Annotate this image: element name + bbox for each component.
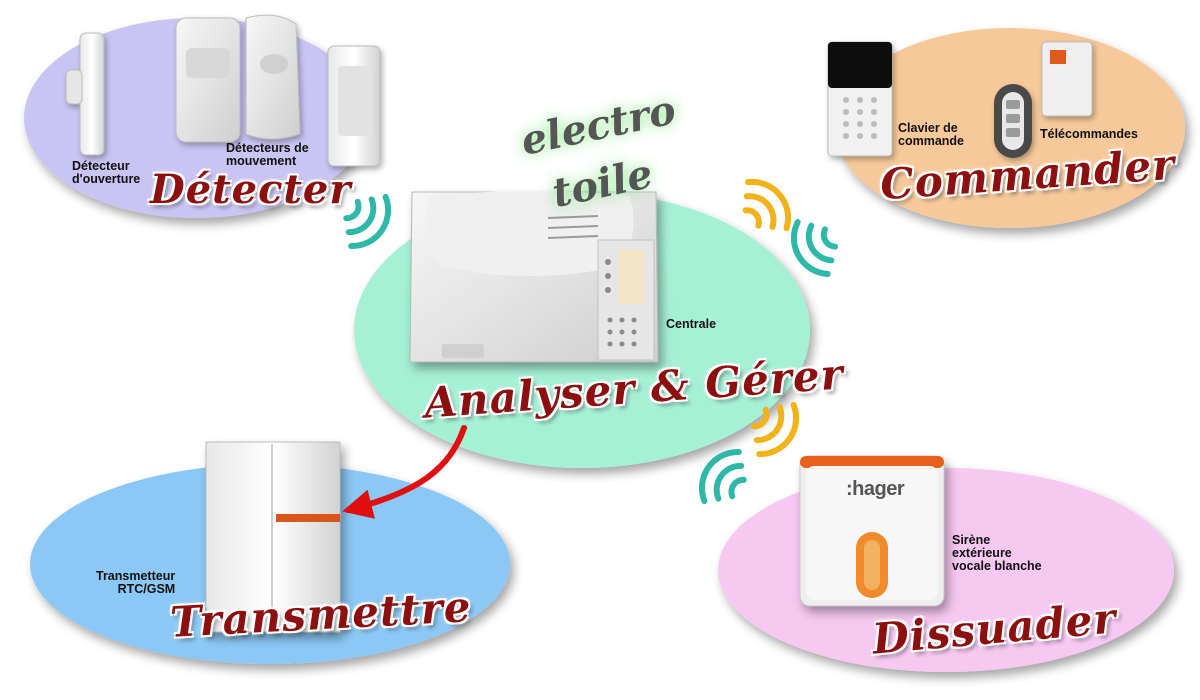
centrale-device (409, 191, 659, 363)
label-sirene: Sirène extérieure vocale blanche (952, 533, 1042, 573)
telecommandes-device (994, 41, 1093, 158)
label-detecteur-ouverture: Détecteur d'ouverture (72, 159, 141, 186)
hager-logo: :hager (846, 478, 905, 500)
label-centrale: Centrale (666, 317, 717, 331)
label-transmetteur: Transmetteur RTC/GSM (96, 569, 176, 596)
clavier-commande-device (827, 41, 893, 157)
label-detecteurs-mouvement: Détecteurs de mouvement (226, 141, 309, 168)
sirene-device (799, 455, 945, 607)
wireless-waves-icon (343, 178, 838, 505)
transmetteur-device (205, 441, 341, 633)
label-telecommandes: Télécommandes (1040, 127, 1138, 141)
arrow-icon (342, 425, 467, 519)
label-clavier-commande: Clavier de commande (898, 121, 964, 148)
title-detecter: Détecter (150, 166, 352, 213)
detecteur-ouverture-device (65, 32, 105, 156)
detecteurs-mouvement-device (175, 14, 381, 167)
